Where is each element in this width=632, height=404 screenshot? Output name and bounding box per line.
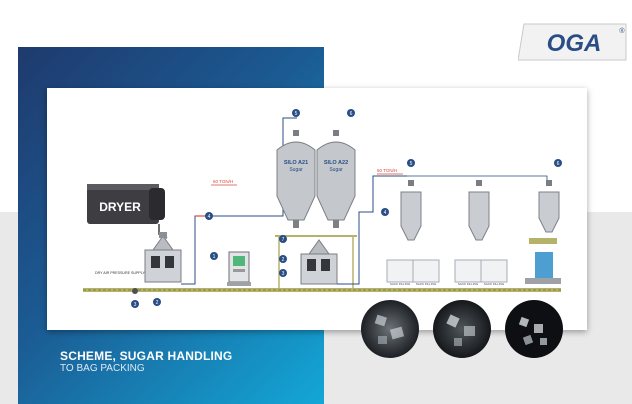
marker-6-silo: 6 [347,109,355,117]
silo-a21-name: SILO A21 [284,160,308,166]
crystal-photo-3 [505,300,563,358]
svg-text:4: 4 [384,210,387,216]
svg-text:6: 6 [350,111,353,117]
packing-station-3 [525,180,561,284]
svg-text:7: 7 [282,237,285,243]
marker-4-right: 4 [381,208,389,216]
caption-subtitle: TO BAG PACKING [60,363,145,374]
svg-text:3: 3 [134,302,137,308]
marker-6-right: 6 [554,159,562,167]
separator-unit-middle [300,239,338,285]
svg-text:2: 2 [156,300,159,306]
diagram-card: DRYER DRY AIR PRESSURE SUPPLY [47,88,587,330]
silo-a22: SILO A22 Sugar [316,130,356,228]
air-supply-label: DRY AIR PRESSURE SUPPLY [95,271,146,275]
silo-a21-content: Sugar [289,167,303,173]
svg-text:6: 6 [557,161,560,167]
svg-text:1: 1 [213,254,216,260]
dryer: DRYER [87,184,165,224]
logo-text: OGA [547,30,602,57]
bag-filling-label-3: SACK FILLING [458,282,479,286]
flow-rate-2: 60 TON/H [377,168,397,173]
marker-3-left: 3 [131,300,139,308]
marker-7: 7 [279,235,287,243]
silo-a22-content: Sugar [329,167,343,173]
bag-filling-label-4: SACK FILLING [484,282,505,286]
sugar-crystal-photos [361,300,563,358]
svg-text:2: 2 [282,257,285,263]
marker-5-silo: 5 [292,109,300,117]
svg-text:3: 3 [282,271,285,277]
marker-3-middle: 3 [279,269,287,277]
control-panel [227,251,251,286]
svg-text:5: 5 [295,111,298,117]
separator-unit-left [144,232,182,283]
dryer-label: DRYER [99,200,141,214]
registered-mark: ® [619,27,625,35]
caption-title: SCHEME, SUGAR HANDLING [60,349,233,363]
bag-filling-label-1: SACK FILLING [390,282,411,286]
crystal-photo-2 [433,300,491,358]
marker-2-left: 2 [153,298,161,306]
process-diagram: DRYER DRY AIR PRESSURE SUPPLY [83,109,562,308]
svg-text:4: 4 [208,214,211,220]
floor-frame [83,288,561,292]
silo-a22-name: SILO A22 [324,160,348,166]
marker-4-left: 4 [205,212,213,220]
marker-1: 1 [210,252,218,260]
packing-station-2: SACK FILLING SACK FILLING [454,180,508,286]
bag-filling-label-2: SACK FILLING [416,282,437,286]
oga-logo: OGA ® [518,23,627,61]
svg-text:5: 5 [410,161,413,167]
crystal-photo-1 [361,300,419,358]
silo-a21: SILO A21 Sugar [276,130,316,228]
marker-2-middle: 2 [279,255,287,263]
flow-rate-1: 60 TON/H [213,179,233,184]
marker-5-right: 5 [407,159,415,167]
packing-station-1: SACK FILLING SACK FILLING [386,180,440,286]
